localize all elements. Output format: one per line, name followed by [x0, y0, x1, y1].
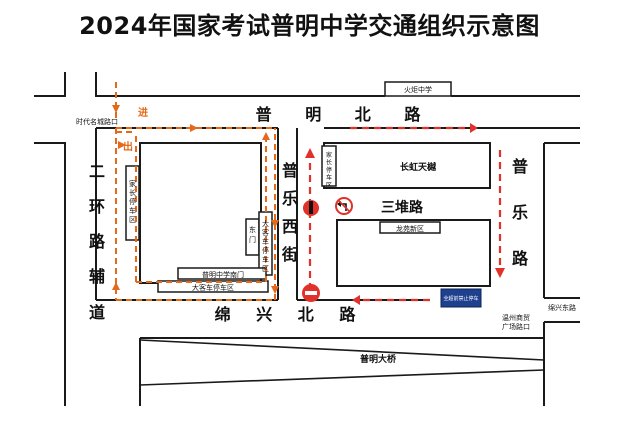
- road-ring-aux-char: 路: [89, 232, 106, 251]
- road-ring-aux-char: 辅: [89, 267, 105, 286]
- bridge-lines: [139, 339, 545, 386]
- longyuan-label-box: [379, 221, 441, 234]
- road-puyue-west-char: 西: [282, 217, 298, 236]
- bus-parking-right-label-char: 停: [262, 246, 269, 255]
- road-puyue-west-char: 乐: [282, 189, 298, 208]
- wenzhou-plaza-line: 温州商贸: [502, 313, 530, 322]
- road-sandui: 三堆路: [381, 199, 424, 216]
- road-ring-aux-char: 道: [89, 303, 105, 322]
- changhong-label: 长虹天樾: [400, 161, 437, 173]
- huoju-school-box: [384, 81, 452, 97]
- shidai-junction-label: 时代名城路口: [76, 117, 118, 126]
- bus-parking-bottom: [157, 280, 269, 293]
- bus-parking-right-label-char: 区: [262, 265, 269, 273]
- wenzhou-plaza-line: 广场路口: [502, 322, 530, 331]
- parent-parking-right-label-char: 停: [326, 166, 332, 174]
- traffic-sign-icon: [440, 288, 482, 308]
- parent-parking-left-label-char: 长: [129, 188, 136, 197]
- red-route: [308, 126, 502, 302]
- parent-parking-left-label-char: 家: [129, 179, 136, 188]
- parent-parking-left-label: 家长停车区: [129, 179, 136, 224]
- wenzhou-plaza-label: 温州商贸广场路口: [502, 313, 530, 331]
- east-gate-label: 东门: [249, 225, 256, 244]
- parent-parking-right-label-char: 长: [326, 159, 332, 167]
- exit-label: 出: [123, 140, 133, 153]
- parent-parking-right: [321, 145, 337, 187]
- school-block: [139, 142, 262, 284]
- road-puyue-char: 路: [512, 249, 529, 268]
- no-u-turn-icon: [303, 200, 319, 216]
- road-puyue-west-char: 街: [281, 245, 298, 264]
- sign-board-label: 全超前禁止停车: [443, 295, 478, 302]
- no-left-turn-icon: [335, 197, 353, 215]
- east-gate-label-char: 门: [249, 235, 256, 244]
- bus-parking-right-label-char: 车: [262, 255, 269, 264]
- huoju-school-label: 火炬中学: [404, 85, 432, 94]
- road-puming-north: 普 明 北 路: [256, 105, 435, 124]
- parent-parking-left-label-char: 停: [129, 197, 136, 206]
- bus-parking-bottom-label: 大客车停车区: [192, 283, 234, 292]
- road-puyue-char: 普: [512, 157, 528, 176]
- page-title: 2024年国家考试普明中学交通组织示意图: [79, 12, 540, 40]
- parent-parking-left-label-char: 车: [129, 206, 136, 215]
- parent-parking-right-label: 家长停车区: [326, 151, 332, 189]
- road-ring-aux-char: 环: [89, 197, 105, 216]
- longyuan-label: 龙苑新区: [396, 224, 424, 233]
- changhong-block: [323, 142, 491, 189]
- road-ring-aux-char: 二: [89, 162, 105, 181]
- red-arrowheads: [305, 123, 505, 305]
- orange-route: [115, 82, 276, 301]
- parent-parking-right-label-char: 家: [326, 151, 332, 159]
- road-puyue-char: 乐: [512, 203, 528, 222]
- road-puyue-west-char: 普: [282, 161, 298, 180]
- parent-parking-left-label-char: 区: [129, 216, 136, 224]
- parent-parking-right-label-char: 区: [326, 182, 332, 189]
- orange-arrowheads: [112, 105, 279, 294]
- no-entry-icon: [302, 284, 320, 302]
- enter-label: 进: [138, 106, 148, 119]
- bridge-label: 普明大桥: [360, 353, 397, 365]
- road-mianxing-north: 绵 兴 北 路: [215, 305, 366, 324]
- east-gate-label-char: 东: [249, 225, 256, 234]
- south-gate-label: 普明中学南门: [202, 270, 244, 279]
- bus-parking-right-label-char: 客: [262, 228, 269, 237]
- bus-parking-right-label-char: 大: [262, 219, 269, 228]
- bus-parking-right-label: 大客车停车区: [262, 219, 269, 273]
- road-ring-aux: 二 环 路 辅 道: [89, 162, 106, 322]
- road-puyue: 普 乐 路: [512, 157, 529, 268]
- bus-parking-right-label-char: 车: [262, 237, 269, 246]
- road-puyue-west: 普 乐 西 街: [281, 161, 298, 264]
- south-gate-box: [177, 267, 267, 280]
- mianxing-east-label: 绵兴东路: [548, 303, 576, 312]
- parent-parking-right-label-char: 车: [326, 174, 332, 182]
